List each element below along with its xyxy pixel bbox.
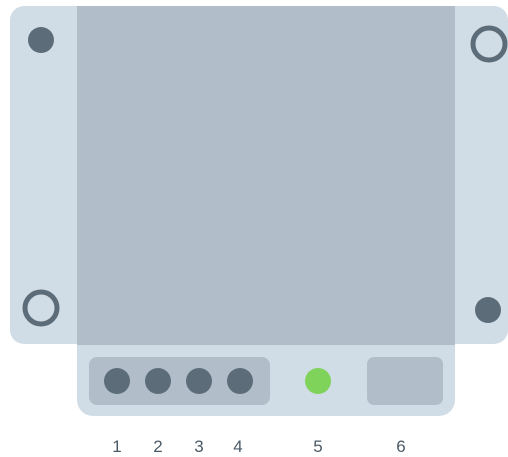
port-label-3: 3 — [194, 437, 203, 456]
card-slot — [367, 357, 443, 405]
port-label-6: 6 — [396, 437, 405, 456]
port-label-2: 2 — [153, 437, 162, 456]
mounting-hole-top-left — [28, 27, 54, 53]
status-led — [305, 368, 331, 394]
port-2 — [145, 368, 171, 394]
port-1 — [104, 368, 130, 394]
port-label-5: 5 — [313, 437, 322, 456]
port-3 — [186, 368, 212, 394]
port-label-4: 4 — [233, 437, 242, 456]
port-label-1: 1 — [112, 437, 121, 456]
mounting-hole-bottom-right — [475, 297, 501, 323]
device-housing — [77, 6, 455, 345]
port-4 — [227, 368, 253, 394]
